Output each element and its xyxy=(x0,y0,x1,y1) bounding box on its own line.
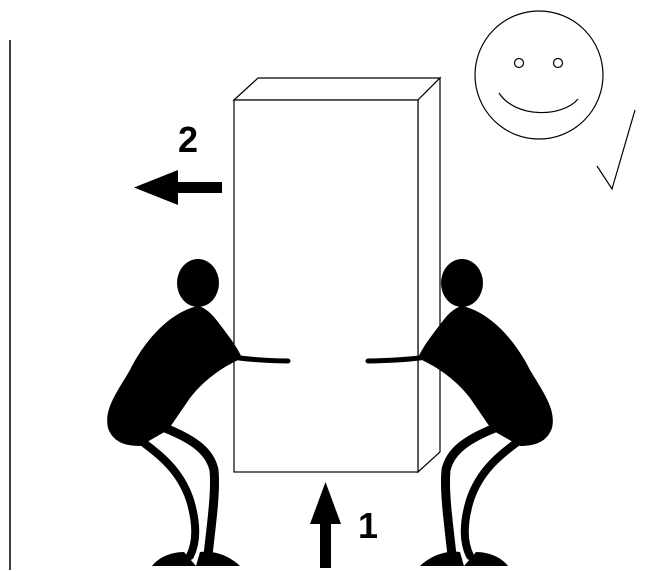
step-2-label: 2 xyxy=(178,119,198,160)
smiley-right-eye xyxy=(554,59,563,68)
left-person-body xyxy=(107,306,242,446)
box-top-face xyxy=(234,78,440,100)
step-1-label: 1 xyxy=(358,505,378,546)
smiley-face-icon xyxy=(475,11,603,139)
tall-box xyxy=(234,78,440,472)
smiley-face-outline xyxy=(475,11,603,139)
left-person-front-foot xyxy=(196,552,240,566)
up-arrow-icon xyxy=(310,482,341,568)
up-arrow-head xyxy=(310,482,341,524)
box-side-face xyxy=(418,78,440,472)
left-arrow-head xyxy=(134,170,178,205)
left-person-head xyxy=(177,259,219,307)
right-person-front-foot xyxy=(420,552,464,566)
left-arrow-icon xyxy=(134,170,222,205)
box-front-face xyxy=(234,100,418,472)
smiley-mouth xyxy=(499,93,578,113)
right-person-back-leg xyxy=(465,440,520,556)
left-person-back-leg xyxy=(140,440,195,556)
smiley-left-eye xyxy=(515,59,524,68)
right-person-head xyxy=(441,259,483,307)
check-mark-icon xyxy=(597,110,635,189)
